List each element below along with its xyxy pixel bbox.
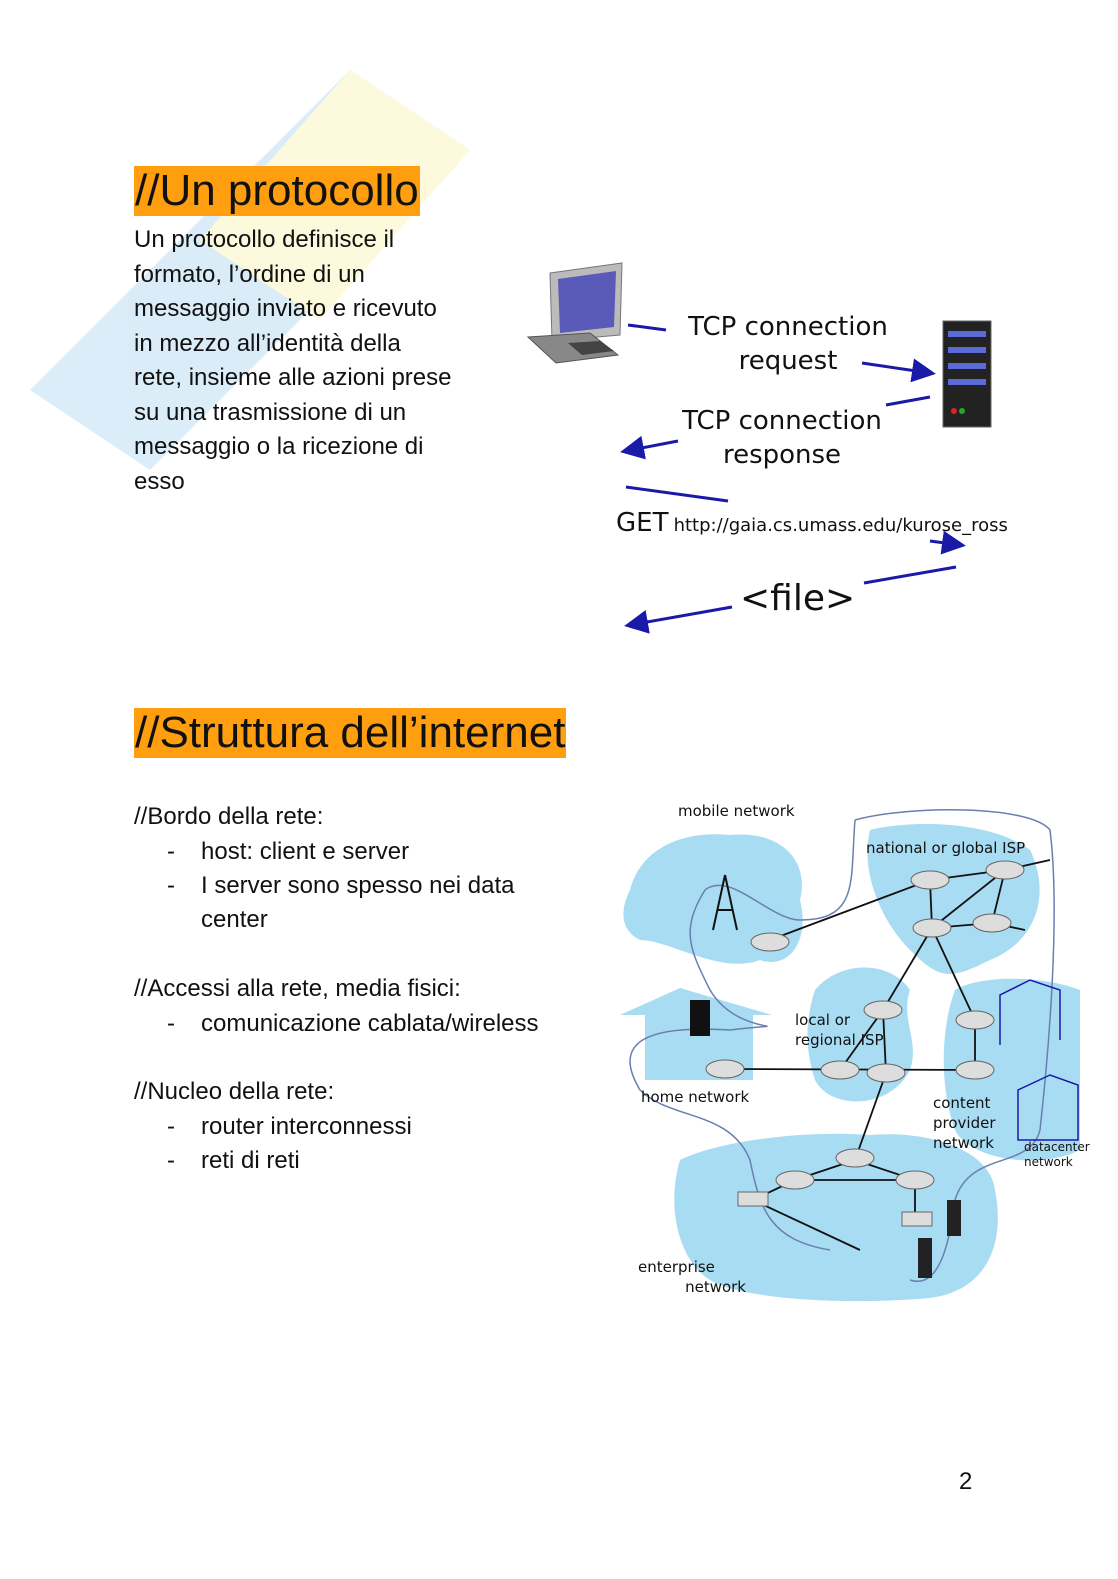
mobile-network-area: [623, 834, 803, 964]
switch-icon: [901, 1211, 933, 1227]
router-icon: [863, 1000, 903, 1020]
router-icon: [866, 1063, 906, 1083]
text-line: su una trasmissione di un: [134, 398, 407, 426]
file-label: <file>: [740, 578, 856, 619]
page-number: 2: [959, 1468, 973, 1495]
switch-icon: [737, 1191, 769, 1207]
get-arrow: [929, 530, 966, 555]
datacenter-icon: [999, 979, 1079, 1141]
response-arrow-start: [885, 395, 931, 407]
text-line: messaggio inviato e ricevuto: [134, 295, 437, 322]
request-arrow: [861, 358, 936, 383]
section-heading-protocol: //Un protocollo: [134, 166, 420, 216]
router-icon: [985, 860, 1025, 880]
text-line: messaggio o la ricezione di: [134, 433, 424, 460]
section-heading-internet-structure: //Struttura dell’internet: [134, 708, 567, 758]
router-icon: [775, 1170, 815, 1190]
mobile-network-label: mobile network: [678, 802, 795, 820]
group-title: //Accessi alla rete, media fisici:: [134, 975, 461, 1002]
router-icon: [972, 913, 1012, 933]
group-title: //Bordo della rete:: [134, 803, 324, 830]
router-icon: [910, 870, 950, 890]
text-line: Un protocollo definisce il: [134, 226, 395, 253]
protocol-diagram-graphics: [526, 262, 992, 634]
router-icon: [750, 932, 790, 952]
get-request-label: GET http://gaia.cs.umass.edu/kurose_ross: [616, 508, 1008, 538]
server-icon: [947, 1200, 961, 1236]
text-line: esso: [134, 467, 185, 495]
tcp-request-label: TCP connection request: [688, 312, 888, 376]
router-icon: [835, 1148, 875, 1168]
file-arrow-start: [863, 565, 957, 585]
home-network-label: home network: [641, 1088, 750, 1106]
tcp-response-label: TCP connection response: [682, 406, 882, 470]
server-icon: [918, 1238, 932, 1278]
computer-icon: [526, 262, 623, 364]
request-arrow-start: [627, 323, 667, 332]
national-isp-label: national or global ISP: [866, 839, 1026, 857]
server-icon: [942, 320, 992, 428]
protocol-description: Un protocollo definisce il formato, l’or…: [134, 223, 494, 499]
text-line: in mezzo all’identità della: [134, 329, 401, 357]
file-arrow: [624, 605, 733, 634]
internet-structure-diagram: [620, 809, 1080, 1302]
router-icon: [895, 1170, 935, 1190]
text-line: rete, insieme alle azioni prese: [134, 364, 452, 391]
router-icon: [820, 1060, 860, 1080]
router-icon: [705, 1059, 745, 1079]
router-icon: [955, 1060, 995, 1080]
response-arrow: [620, 435, 679, 460]
router-icon: [955, 1010, 995, 1030]
cell-tower-icon: [712, 874, 738, 931]
text-line: formato, l’ordine di un: [134, 260, 365, 288]
group-title: //Nucleo della rete:: [134, 1078, 335, 1105]
refrigerator-icon: [690, 1000, 710, 1036]
get-arrow-start: [625, 485, 729, 503]
router-icon: [912, 918, 952, 938]
